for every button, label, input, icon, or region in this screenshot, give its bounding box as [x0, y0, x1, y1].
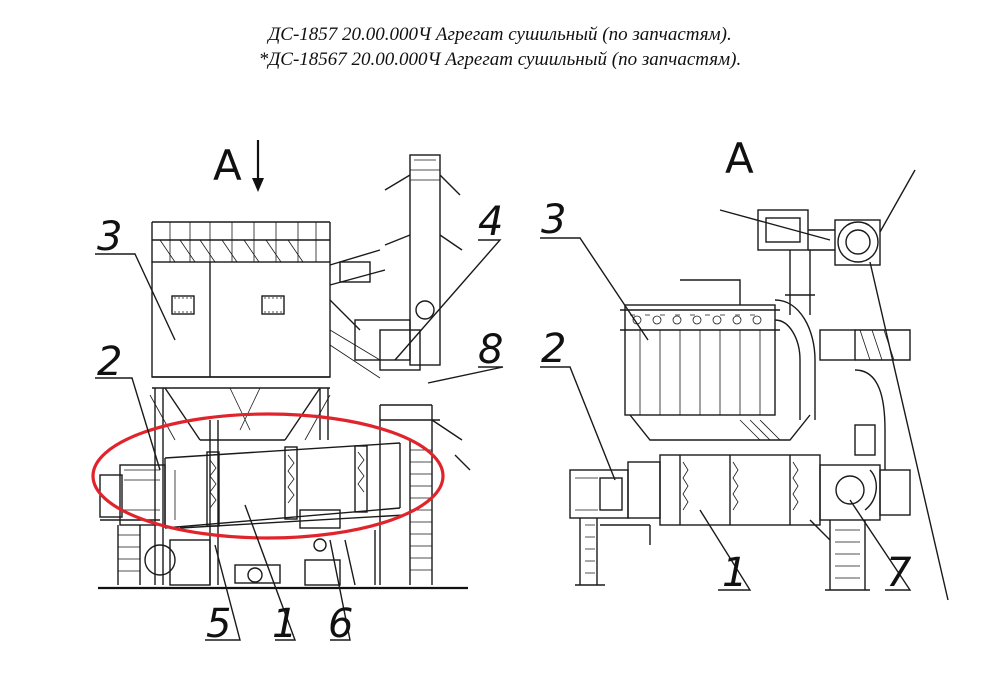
- title-line-1: ДС-1857 20.00.000Ч Агрегат сушильный (по…: [268, 24, 732, 45]
- left-leaders: [95, 239, 504, 641]
- drying-drum: [164, 442, 401, 529]
- callout-3-right: 3: [541, 197, 566, 243]
- top-railing: [151, 221, 331, 263]
- callout-2-left: 2: [97, 339, 122, 385]
- drawing-title: ДС-1857 20.00.000Ч Агрегат сушильный (по…: [0, 22, 1000, 72]
- right-leaders: [540, 237, 912, 591]
- title-line-2: *ДС-18567 20.00.000Ч Агрегат сушильный (…: [258, 49, 742, 70]
- hatch-right: [261, 295, 285, 315]
- callout-3-left: 3: [97, 214, 122, 260]
- callout-6-left: 6: [328, 601, 353, 647]
- exhaust-stack: [384, 154, 463, 366]
- callout-4-left: 4: [478, 199, 503, 245]
- callout-7-right: 7: [886, 550, 912, 596]
- right-view: [569, 169, 949, 601]
- callout-8-left: 8: [478, 327, 503, 373]
- filter-housing: [151, 261, 331, 378]
- callout-5-left: 5: [206, 601, 231, 647]
- burner-unit: [99, 464, 166, 526]
- callout-1-left: 1: [272, 601, 297, 647]
- hatch-left: [171, 295, 195, 315]
- right-view-label: А: [725, 134, 754, 183]
- callout-2-right: 2: [541, 326, 566, 372]
- callout-1-right: 1: [722, 550, 747, 596]
- view-direction-arrow: [252, 140, 264, 192]
- left-view-label: А: [213, 141, 242, 190]
- left-view: [98, 140, 471, 590]
- drum-highlight-ellipse: [91, 412, 445, 540]
